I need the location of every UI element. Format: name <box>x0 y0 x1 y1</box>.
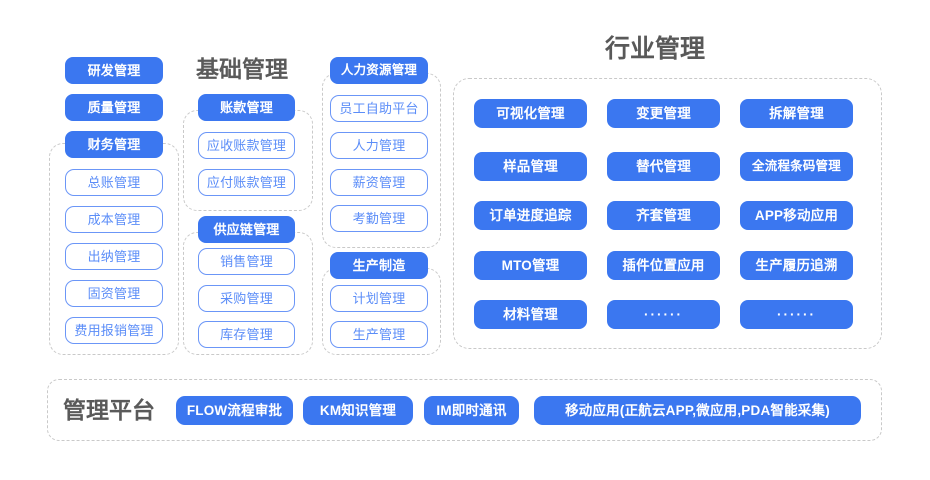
chip-mobile-application[interactable]: 移动应用(正航云APP,微应用,PDA智能采集) <box>534 396 861 425</box>
chip-kitting-management[interactable]: 齐套管理 <box>607 201 720 230</box>
chip-expense-reimbursement-management[interactable]: 费用报销管理 <box>65 317 163 344</box>
chip-plugin-position-application[interactable]: 插件位置应用 <box>607 251 720 280</box>
chip-purchase-management[interactable]: 采购管理 <box>198 285 295 312</box>
chip-flow-approval[interactable]: FLOW流程审批 <box>176 396 293 425</box>
chip-more-ellipsis-2[interactable]: ······ <box>740 300 853 329</box>
chip-inventory-management[interactable]: 库存管理 <box>198 321 295 348</box>
chip-attendance-management[interactable]: 考勤管理 <box>330 205 428 232</box>
chip-hr-management[interactable]: 人力资源管理 <box>330 57 428 84</box>
finance-group-box <box>49 143 179 355</box>
chip-fixed-assets-management[interactable]: 固资管理 <box>65 280 163 307</box>
industry-panel-box <box>453 78 882 349</box>
title-basic-management: 基础管理 <box>196 56 288 82</box>
chip-production-manufacturing[interactable]: 生产制造 <box>330 252 428 279</box>
chip-km-knowledge-management[interactable]: KM知识管理 <box>303 396 413 425</box>
chip-employee-self-service[interactable]: 员工自助平台 <box>330 95 428 122</box>
chip-finance-management[interactable]: 财务管理 <box>65 131 163 158</box>
chip-quality-management[interactable]: 质量管理 <box>65 94 163 121</box>
chip-mto-management[interactable]: MTO管理 <box>474 251 587 280</box>
chip-payroll-management[interactable]: 薪资管理 <box>330 169 428 196</box>
chip-cost-management[interactable]: 成本管理 <box>65 206 163 233</box>
chip-rnd-management[interactable]: 研发管理 <box>65 57 163 84</box>
chip-substitute-management[interactable]: 替代管理 <box>607 152 720 181</box>
chip-full-process-barcode-management[interactable]: 全流程条码管理 <box>740 152 853 181</box>
chip-sales-management[interactable]: 销售管理 <box>198 248 295 275</box>
chip-production-management[interactable]: 生产管理 <box>330 321 428 348</box>
chip-visualization-management[interactable]: 可视化管理 <box>474 99 587 128</box>
chip-material-management[interactable]: 材料管理 <box>474 300 587 329</box>
chip-im-instant-messaging[interactable]: IM即时通讯 <box>424 396 519 425</box>
supply-chain-group-box <box>183 232 313 355</box>
chip-accounts-receivable[interactable]: 应收账款管理 <box>198 132 295 159</box>
chip-order-progress-tracking[interactable]: 订单进度追踪 <box>474 201 587 230</box>
chip-plan-management[interactable]: 计划管理 <box>330 285 428 312</box>
chip-disassembly-management[interactable]: 拆解管理 <box>740 99 853 128</box>
chip-manpower-management[interactable]: 人力管理 <box>330 132 428 159</box>
chip-change-management[interactable]: 变更管理 <box>607 99 720 128</box>
receivable-group-box <box>183 110 313 211</box>
label-management-platform: 管理平台 <box>63 397 155 423</box>
chip-more-ellipsis-1[interactable]: ······ <box>607 300 720 329</box>
chip-general-ledger[interactable]: 总账管理 <box>65 169 163 196</box>
hr-group-box <box>322 73 441 248</box>
chip-supply-chain-management[interactable]: 供应链管理 <box>198 216 295 243</box>
chip-account-management[interactable]: 账款管理 <box>198 94 295 121</box>
chip-sample-management[interactable]: 样品管理 <box>474 152 587 181</box>
chip-cashier-management[interactable]: 出纳管理 <box>65 243 163 270</box>
chip-accounts-payable[interactable]: 应付账款管理 <box>198 169 295 196</box>
manufacturing-group-box <box>322 268 441 355</box>
chip-app-mobile-application[interactable]: APP移动应用 <box>740 201 853 230</box>
title-industry-management: 行业管理 <box>605 35 706 63</box>
platform-panel-box <box>47 379 882 441</box>
chip-production-history-tracing[interactable]: 生产履历追溯 <box>740 251 853 280</box>
